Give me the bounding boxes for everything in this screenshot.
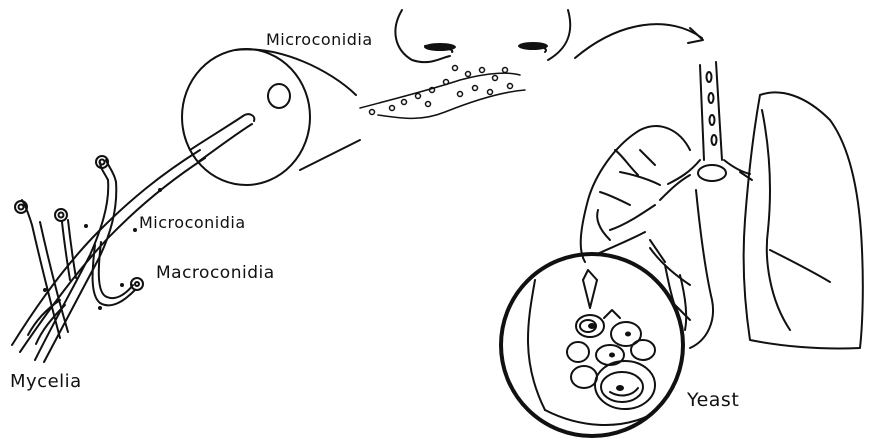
left-lung (581, 126, 713, 348)
yeast-label: Yeast (687, 389, 739, 411)
microconidium-spore (15, 156, 108, 221)
curved-arrow (575, 24, 703, 58)
nose (395, 10, 570, 62)
mycelia-hyphae (12, 150, 205, 362)
macroconidium-spore (131, 278, 143, 290)
mycelia-label: Mycelia (10, 371, 82, 392)
microconidia-label-mid: Microconidia (139, 213, 246, 232)
inhaled-spores (360, 66, 525, 119)
magnified-microconidium (182, 49, 360, 185)
magnified-yeast (501, 254, 683, 436)
macroconidia-label: Macroconidia (156, 263, 275, 283)
nose-shading (424, 42, 548, 51)
right-lung (744, 92, 863, 348)
microconidia-label-top: Microconidia (266, 30, 373, 49)
